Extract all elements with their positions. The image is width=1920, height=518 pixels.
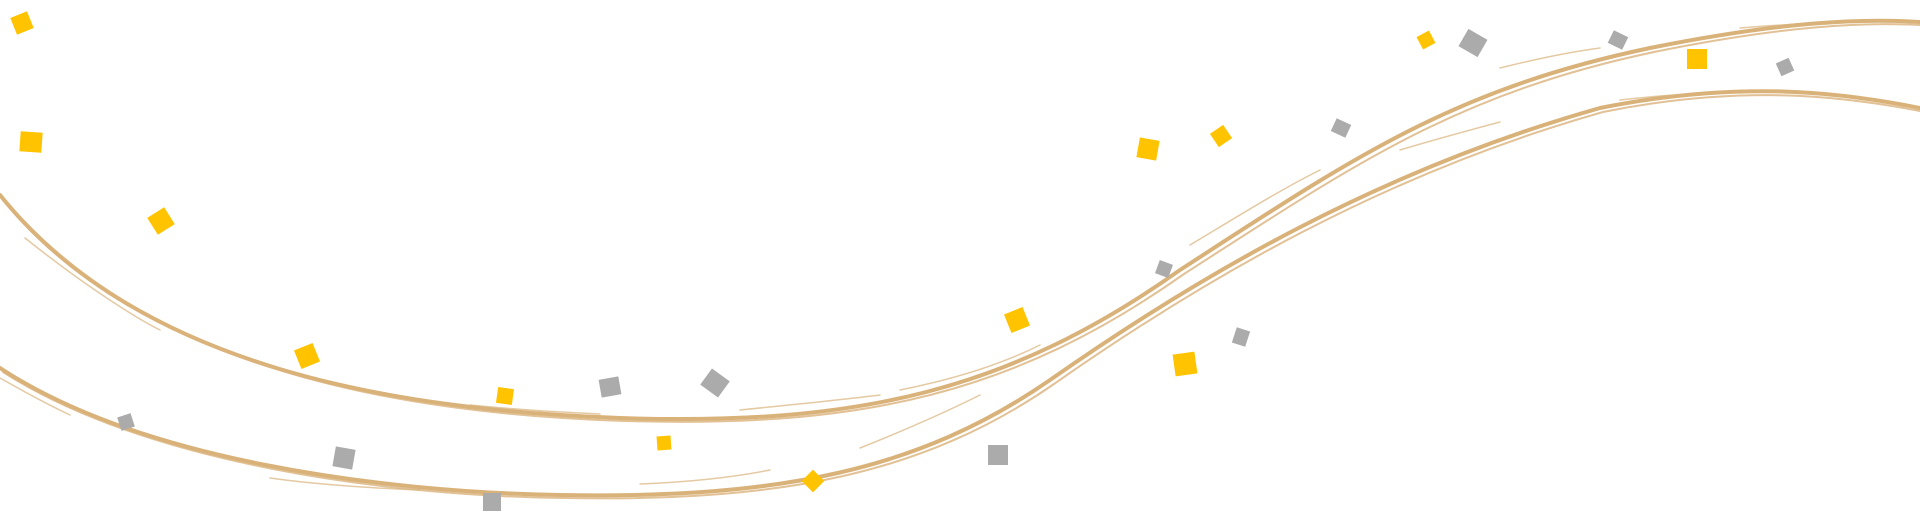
ribbon-lower xyxy=(0,89,1920,500)
ribbon-upper xyxy=(0,18,1920,423)
confetti-gray xyxy=(117,28,1795,511)
confetti-gold xyxy=(10,11,1707,493)
